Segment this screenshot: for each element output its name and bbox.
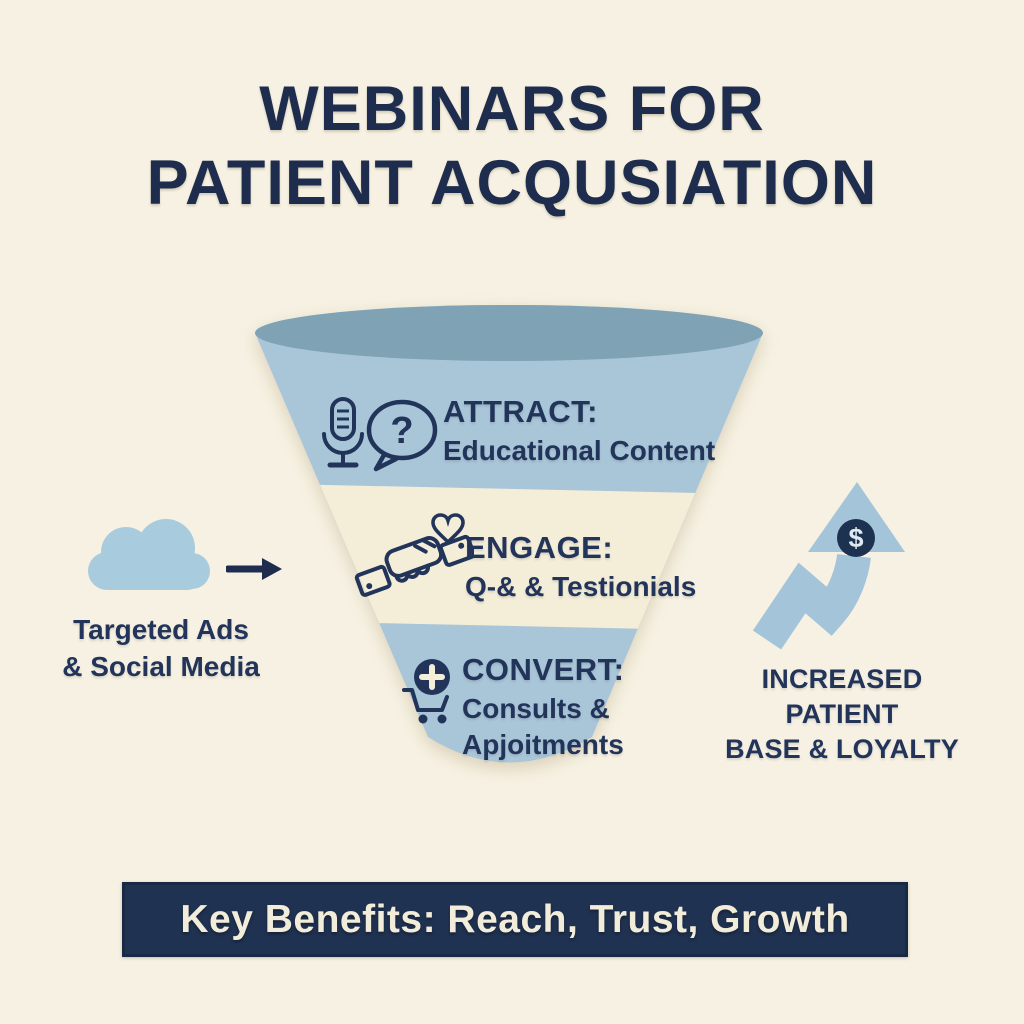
funnel-band-engage [280, 484, 745, 631]
left-panel-label: Targeted Ads & Social Media [30, 612, 292, 686]
dollar-glyph: $ [848, 523, 863, 553]
handshake-heart-icon [354, 513, 474, 597]
dollar-circle-icon: $ [837, 519, 875, 557]
attract-label: ATTRACT: [443, 394, 598, 429]
convert-description-line1: Consults & [462, 693, 610, 724]
funnel-stage-attract: ATTRACT: Educational Content [443, 394, 715, 467]
left-label-line2: & Social Media [62, 650, 260, 682]
growth-arrow-icon: $ [752, 482, 905, 650]
funnel-rim [255, 305, 763, 361]
right-panel-label: INCREASED PATIENT BASE & LOYALTY [702, 662, 982, 767]
engage-label: ENGAGE: [465, 530, 614, 565]
medical-cart-icon [402, 659, 450, 724]
page-title: WEBINARS FOR PATIENT ACQUSIATION [0, 72, 1024, 221]
engage-description: Q-& & Testionials [465, 571, 697, 602]
question-mark-glyph: ? [390, 410, 413, 452]
key-benefits-text: Key Benefits: Reach, Trust, Growth [180, 897, 850, 941]
convert-label: CONVERT: [462, 652, 625, 687]
funnel-stage-convert: CONVERT: Consults & Apjoitments [462, 652, 624, 761]
microphone-icon [322, 397, 364, 468]
right-label-line2: BASE & LOYALTY [725, 734, 959, 765]
page-title-line2: PATIENT ACQUSIATION [146, 148, 878, 219]
cloud-icon [88, 519, 210, 590]
funnel-stage-engage: ENGAGE: Q-& & Testionials [465, 530, 696, 603]
key-benefits-banner: Key Benefits: Reach, Trust, Growth [122, 882, 908, 957]
question-bubble-icon: ? [366, 399, 438, 472]
convert-description-line2: Apjoitments [462, 729, 624, 760]
attract-description: Educational Content [443, 435, 716, 466]
left-label-line1: Targeted Ads [73, 614, 249, 645]
arrow-right-icon [226, 558, 282, 580]
page-title-line1: WEBINARS FOR [259, 74, 765, 144]
right-label-line1: INCREASED PATIENT [761, 664, 923, 730]
